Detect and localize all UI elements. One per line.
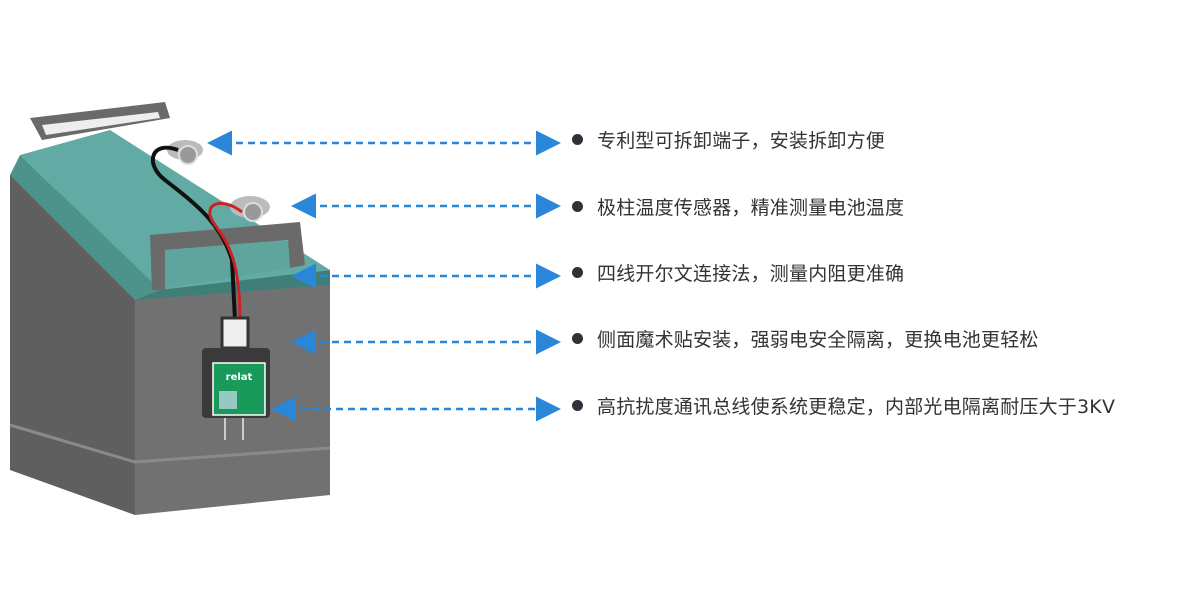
battery-groove [9,423,331,464]
handle-front [150,222,305,290]
handle-back-inner [42,112,160,135]
feature-item: 四线开尔文连接法，测量内阻更准确 [572,257,904,287]
bullet-icon [572,200,583,212]
connector [220,316,250,350]
cable-red [208,201,243,321]
module-logo: relat [226,372,253,383]
bullet-icon [572,332,583,344]
feature-item: 专利型可拆卸端子，安装拆卸方便 [572,124,885,154]
feature-item: 侧面魔术贴安装，强弱电安全隔离，更换电池更轻松 [572,323,1039,353]
feature-item: 极柱温度传感器，精准测量电池温度 [572,191,904,221]
bullet-icon [572,266,583,278]
feature-label: 极柱温度传感器，精准测量电池温度 [597,196,905,219]
terminal-1 [167,140,203,165]
terminal-2 [230,196,270,222]
feature-item: 高抗扰度通讯总线使系统更稳定，内部光电隔离耐压大于3KV [572,390,1115,420]
monitoring-module: relat [202,348,270,440]
battery-lid-front [10,155,160,300]
bullet-icon [572,133,583,145]
feature-label: 专利型可拆卸端子，安装拆卸方便 [597,129,886,152]
feature-label: 高抗扰度通讯总线使系统更稳定，内部光电隔离耐压大于3KV [597,395,1116,418]
feature-label: 四线开尔文连接法，测量内阻更准确 [597,262,905,285]
feature-label: 侧面魔术贴安装，强弱电安全隔离，更换电池更轻松 [597,328,1039,351]
bullet-icon [572,399,583,411]
handle-front-inner [165,240,290,288]
